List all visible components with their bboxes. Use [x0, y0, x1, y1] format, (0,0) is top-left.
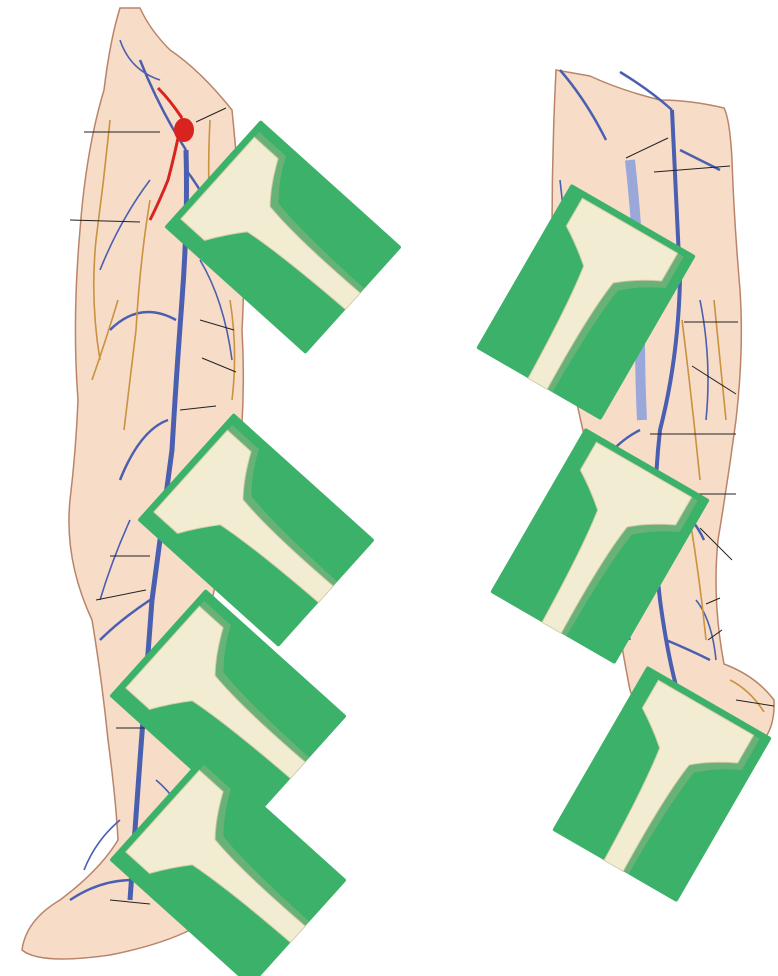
probe-group — [109, 120, 772, 976]
right-leg-illustration — [552, 70, 774, 756]
